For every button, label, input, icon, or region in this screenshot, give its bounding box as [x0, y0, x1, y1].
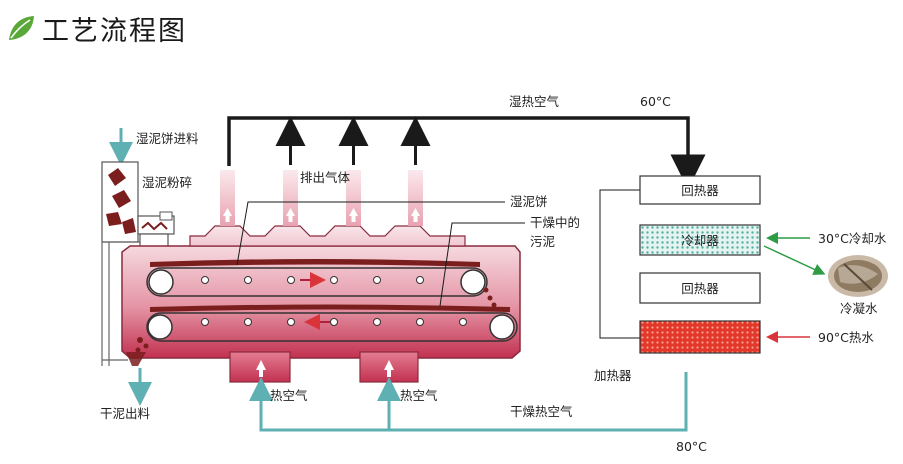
- page-header: 工艺流程图: [6, 10, 187, 47]
- temp-80-label: 80°C: [676, 439, 707, 454]
- leaf-icon: [9, 16, 34, 40]
- exhaust-plumes: [220, 170, 423, 226]
- exhaust-gas-label: 排出气体: [300, 170, 351, 185]
- condensate-label: 冷凝水: [840, 301, 878, 316]
- heat-recovery-mid-box: [639, 272, 761, 304]
- cooler-box: [639, 224, 761, 256]
- heater-box: [639, 320, 761, 354]
- dry-sludge-out-label: 干泥出料: [100, 406, 151, 421]
- hot-air-label-2: 热空气: [400, 388, 438, 403]
- heater-label: 加热器: [594, 368, 632, 383]
- condensate-arrow: [763, 245, 826, 275]
- hot-water-label: 90°C热水: [818, 330, 874, 345]
- heat-recovery-top-label: 回热器: [681, 183, 719, 198]
- wet-sludge-crush-label: 湿泥粉碎: [142, 175, 192, 190]
- wet-sludge-feed-label: 湿泥饼进料: [136, 131, 199, 146]
- crusher: [137, 211, 175, 249]
- humid-air-duct: [227, 116, 706, 190]
- conveyor-lower: [146, 312, 518, 342]
- dryer-hood: [189, 225, 466, 247]
- annotation-leaders: [236, 201, 525, 307]
- drying-sludge-label-1: 干燥中的: [530, 215, 580, 230]
- feed-hopper: [101, 161, 139, 243]
- cooling-water-label: 30°C冷却水: [818, 231, 887, 246]
- heat-recovery-top-box: [639, 175, 761, 205]
- conveyor-upper: [146, 267, 488, 297]
- exhaust-arrows: [275, 116, 431, 165]
- outlet-chute: [126, 352, 146, 366]
- hot-air-label-1: 热空气: [270, 388, 308, 403]
- dry-hot-air-label: 干燥热空气: [510, 404, 573, 419]
- humid-hot-air-label: 湿热空气: [509, 94, 560, 109]
- recirc-line: [599, 189, 640, 339]
- sludge-layer: [135, 259, 510, 353]
- cooler-label: 冷却器: [681, 233, 719, 248]
- wet-cake-label: 湿泥饼: [510, 194, 548, 209]
- temp-60-label: 60°C: [640, 94, 671, 109]
- condensate-photo: [828, 255, 888, 297]
- page-title: 工艺流程图: [42, 15, 187, 47]
- drying-sludge-label-2: 污泥: [530, 234, 555, 249]
- dry-hot-air-duct: [249, 372, 688, 432]
- heat-recovery-mid-label: 回热器: [681, 281, 719, 296]
